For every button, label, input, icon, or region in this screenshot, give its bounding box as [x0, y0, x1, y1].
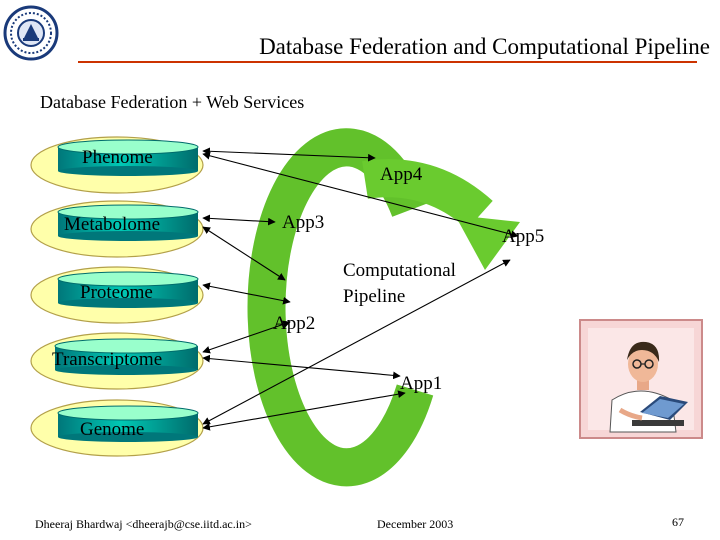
database-proteome	[57, 271, 199, 308]
app-label-app2: App2	[273, 313, 315, 334]
db-label-transcriptome: Transcriptome	[52, 349, 162, 370]
db-label-genome: Genome	[80, 419, 144, 440]
app-label-app4: App4	[380, 164, 423, 185]
pipeline-ring	[247, 128, 520, 487]
footer-author: Dheeraj Bhardwaj <dheerajb@cse.iitd.ac.i…	[35, 517, 252, 531]
link-phenome-app5	[202, 152, 519, 238]
db-label-proteome: Proteome	[80, 282, 153, 303]
person-at-laptop-icon	[579, 319, 703, 439]
database-phenome	[57, 139, 199, 176]
pipeline-label-line1: Computational	[343, 260, 456, 281]
app-label-app5: App5	[502, 226, 544, 247]
slide-title: Database Federation and Computational Pi…	[259, 34, 710, 59]
db-label-metabolome: Metabolome	[64, 214, 160, 235]
connectors	[202, 147, 519, 431]
pipeline-label-line2: Pipeline	[343, 286, 405, 307]
link-transcriptome-app1	[202, 354, 401, 380]
app-label-app3: App3	[282, 212, 324, 233]
app-label-app1: App1	[400, 373, 442, 394]
link-metabolome-app3	[202, 214, 276, 226]
footer-date: December 2003	[377, 517, 454, 531]
link-genome-pipeline	[202, 259, 511, 425]
db-label-phenome: Phenome	[82, 147, 153, 168]
slide-subtitle: Database Federation + Web Services	[40, 92, 305, 112]
page-number: 67	[672, 515, 684, 529]
database-transcriptome	[54, 338, 198, 375]
database-genome	[57, 405, 199, 442]
database-metabolome	[57, 204, 199, 241]
